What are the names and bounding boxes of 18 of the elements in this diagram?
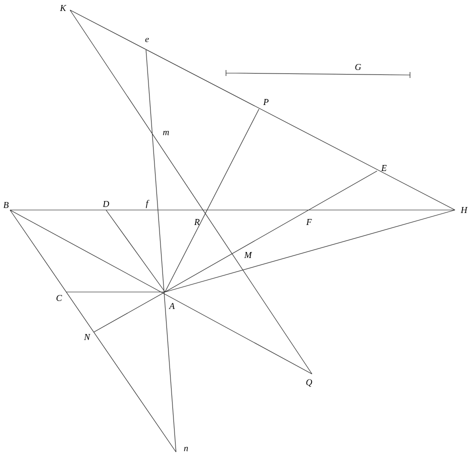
- point-label: C: [56, 294, 62, 302]
- point-label: F: [306, 219, 312, 225]
- point-label: P: [263, 99, 269, 105]
- point-label: e: [145, 38, 149, 42]
- point-label: A: [168, 303, 175, 309]
- point-label: m: [163, 130, 169, 136]
- point-label: M: [244, 252, 252, 258]
- point-label: G: [355, 64, 362, 70]
- point-label: Q: [306, 379, 312, 387]
- point-label: B: [3, 202, 9, 208]
- point-label: K: [60, 5, 66, 11]
- point-label: R: [194, 219, 200, 225]
- point-label: E: [381, 165, 387, 171]
- point-label: N: [84, 334, 90, 340]
- point-label: D: [102, 201, 110, 207]
- point-label: H: [460, 207, 468, 213]
- point-label: n: [184, 446, 188, 452]
- point-label: f: [146, 200, 150, 208]
